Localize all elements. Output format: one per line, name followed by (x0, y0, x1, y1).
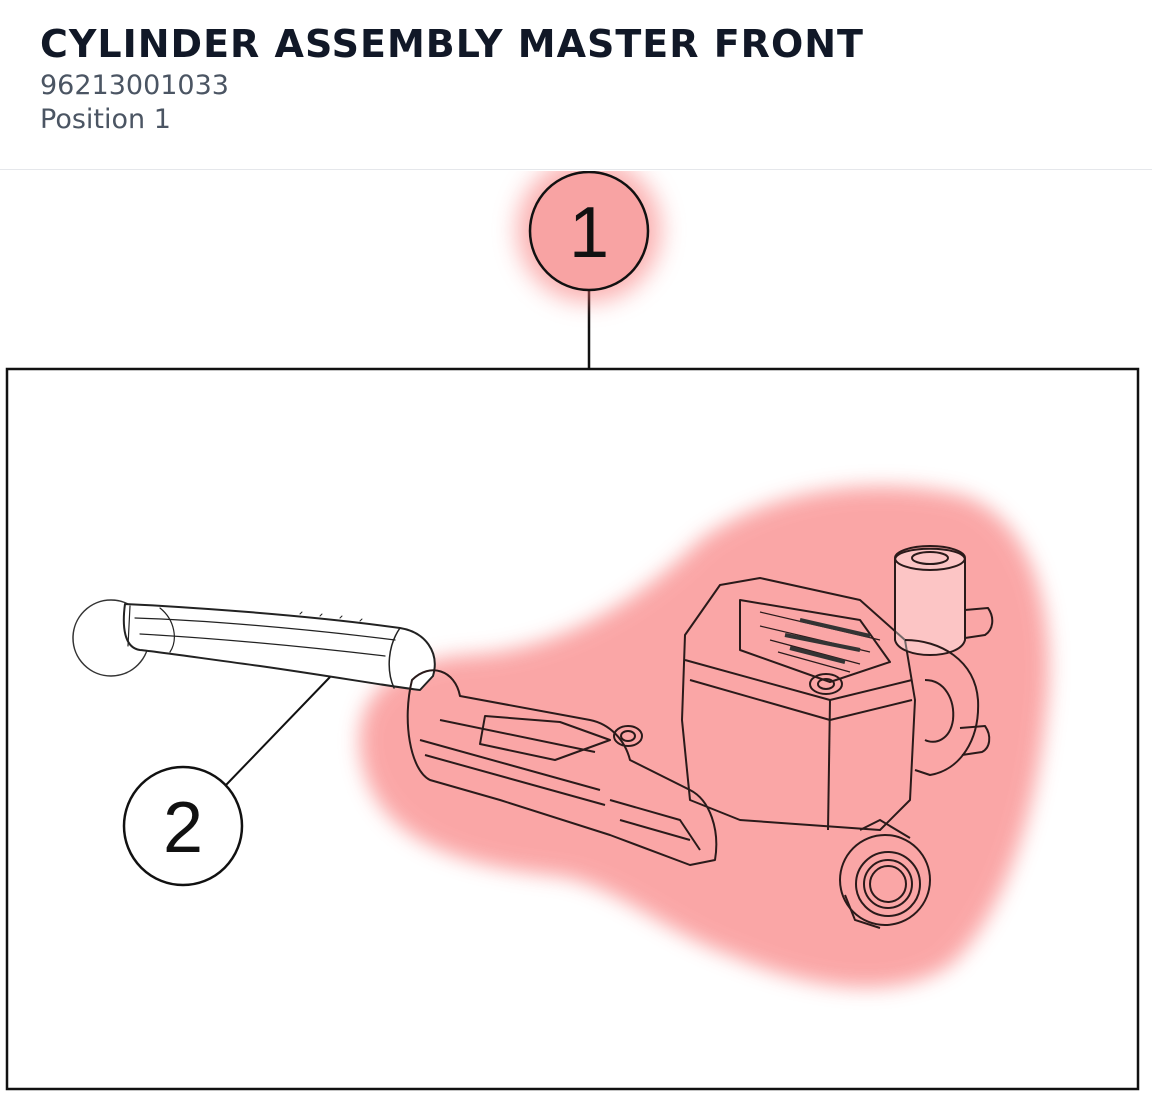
brake-lever[interactable] (72, 599, 436, 691)
master-cylinder-body (681, 577, 916, 831)
callout-2[interactable]: 2 (122, 765, 244, 887)
part-header: CYLINDER ASSEMBLY MASTER FRONT 962130010… (0, 0, 1152, 170)
callout-1-label: 1 (569, 193, 609, 273)
outlet-fitting (839, 818, 931, 929)
exploded-diagram: 1 2 (0, 158, 1152, 1098)
callout-2-label: 2 (163, 788, 203, 868)
diagram-canvas: 1 2 (5, 158, 1140, 1091)
callout-1-circle[interactable] (528, 170, 650, 292)
assembly-frame (5, 367, 1140, 1091)
lever-body (406, 669, 718, 866)
part-position: Position 1 (40, 104, 171, 135)
callout-2-leader (225, 676, 331, 786)
part-title: CYLINDER ASSEMBLY MASTER FRONT (40, 22, 864, 66)
part-number: 96213001033 (40, 70, 229, 101)
handlebar-clamp (894, 545, 994, 776)
callout-2-circle[interactable] (122, 765, 244, 887)
callout-1[interactable]: 1 (528, 170, 650, 292)
